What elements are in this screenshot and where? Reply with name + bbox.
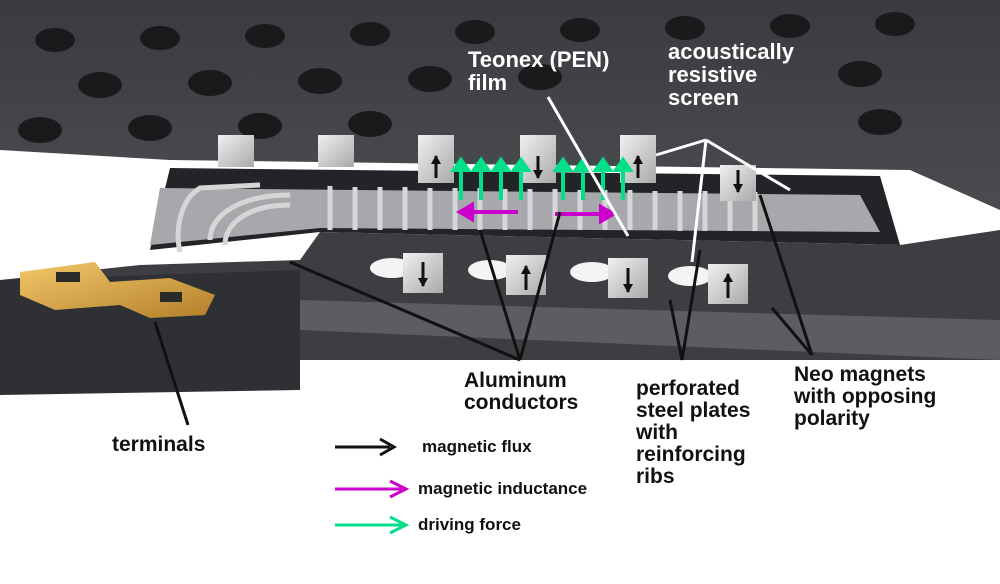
terminal-slot — [160, 292, 182, 302]
leader-lines-white — [546, 96, 791, 263]
label-teonex-film: Teonex (PEN) film — [468, 47, 610, 96]
driving-force-arrows — [450, 156, 634, 200]
legend-driving-force: driving force — [418, 515, 521, 534]
base-floor — [300, 300, 1000, 360]
label-acoustic-screen: acoustically resistive screen — [668, 39, 794, 111]
label-steel-plates: perforated steel plates with reinforcing… — [636, 377, 751, 489]
terminal-slot — [56, 272, 80, 282]
legend-magnetic-inductance-arrow — [335, 479, 410, 499]
magnet-flux-arrows — [418, 155, 743, 298]
legend-driving-force-arrow — [335, 515, 410, 535]
legend-magnetic-flux-arrow — [335, 437, 398, 457]
inductance-arrows — [456, 201, 617, 225]
label-neo-magnets: Neo magnets with opposing polarity — [794, 363, 937, 431]
aluminum-conductor-traces — [175, 182, 758, 253]
leader-lines-black — [153, 194, 814, 426]
plate-perforations — [18, 12, 915, 143]
label-aluminum-conductors: Aluminum conductors — [464, 369, 579, 415]
legend-magnetic-inductance: magnetic inductance — [418, 479, 588, 498]
label-terminals: terminals — [112, 433, 206, 456]
legend-magnetic-flux: magnetic flux — [422, 437, 532, 456]
